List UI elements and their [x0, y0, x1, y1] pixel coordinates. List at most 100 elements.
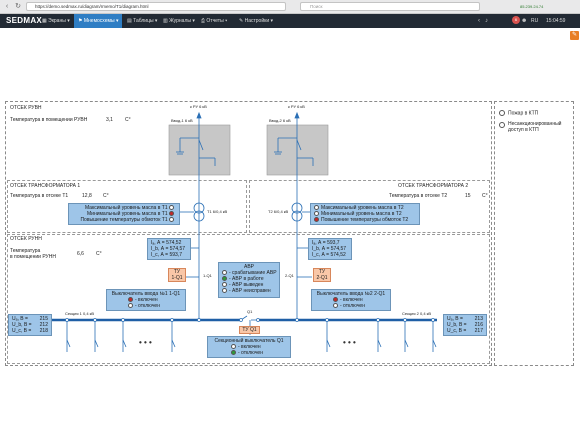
sectional-switch-panel: Секционный выключатель Q1 - включен - от…	[207, 336, 291, 358]
voltage-value: 215	[39, 316, 48, 322]
feed2-label: Ввод-2 6 кВ	[269, 118, 291, 123]
ip-badge: 85.239.24.74	[520, 4, 544, 9]
edit-icon[interactable]: ✎	[570, 31, 579, 40]
menu-journals[interactable]: ▥ Журналы ▾	[163, 18, 195, 24]
rnn-temp-label2: в помещении РУНН	[10, 254, 56, 260]
indicator-icon	[333, 297, 338, 303]
indicator-icon	[314, 217, 319, 223]
current-value: 574,52	[166, 240, 182, 246]
tr1-oil-max: Максимальный уровень масла в Т1	[84, 205, 168, 211]
rnn-temp-unit: C°	[96, 251, 102, 257]
tu-label: ТУ	[173, 269, 181, 275]
fire-alarm: Пожар в КТП	[499, 110, 538, 116]
menu-tables[interactable]: ▤ Таблицы ▾	[127, 18, 158, 24]
current-value: 593,7	[327, 240, 340, 246]
sectional-title: Секционный выключатель Q1	[214, 338, 284, 344]
indicator-icon	[169, 205, 174, 211]
tu-q1-button[interactable]: ТУ Q1	[239, 326, 260, 334]
avr-item: - АВР в работе	[229, 276, 264, 282]
current-value: 574,52	[330, 252, 346, 258]
indicator-icon	[314, 211, 319, 217]
reload-icon[interactable]: ↻	[15, 3, 21, 10]
rnn-section	[7, 234, 490, 364]
current-value: 574,57	[330, 246, 347, 252]
tu-label: 2-Q1	[316, 275, 328, 281]
menu-label: Отчеты	[206, 18, 224, 24]
indicator-icon	[333, 303, 338, 309]
app-logo[interactable]: SEDMAX	[6, 16, 43, 25]
language-selector[interactable]: RU	[531, 18, 539, 24]
menu-reports[interactable]: ⎙ Отчеты ▾	[201, 18, 228, 24]
indicator-icon	[231, 344, 236, 350]
back-arrow-icon[interactable]: ‹	[478, 18, 480, 24]
breaker-2-title: Выключатель ввода №2 2-Q1	[316, 291, 386, 297]
tr2-winding: Повышение температуры обмоток Т2	[321, 217, 409, 223]
rvn-title: ОТСЕК РУВН	[10, 105, 42, 111]
breaker-2-on: - включен	[340, 297, 363, 303]
feed1-cell	[168, 124, 231, 176]
rnn-temp-label1: Температура	[10, 248, 41, 254]
menu-label: Мнемосхемы	[83, 18, 115, 24]
breaker-1-on: - включен	[135, 297, 158, 303]
current-label: I_c, А =	[151, 252, 169, 258]
q1-label: Q1	[247, 309, 253, 314]
voltage-value: 216	[474, 322, 483, 328]
more-feeders-2: • • •	[343, 338, 356, 347]
q1-2-label: 2-Q1	[285, 273, 294, 278]
unauthorized-alarm: Несанкционированный доступ в КТП	[499, 121, 571, 133]
tr2-section	[249, 180, 490, 233]
back-icon[interactable]: ‹	[5, 3, 9, 10]
tr1-winding: Повышение температуры обмоток Т1	[80, 217, 168, 223]
toolbar-icons: ‹ ♪	[478, 14, 488, 28]
fire-alarm-label: Пожар в КТП	[508, 110, 539, 117]
breaker-1-off: - отключен	[135, 303, 160, 309]
section-1-label: Секция 1 0,4 кВ	[65, 311, 95, 316]
indicator-icon	[499, 110, 505, 116]
tr2-label: Т2 6/0,4 кВ	[268, 209, 289, 214]
indicator-icon	[222, 270, 227, 276]
avr-title: АВР	[243, 264, 254, 270]
alarm-panel	[494, 101, 574, 366]
breaker-2-off: - отключен	[340, 303, 365, 309]
tr1-temp-unit: C°	[103, 193, 109, 199]
breaker-1-title: Выключатель ввода №1 1-Q1	[111, 291, 181, 297]
sectional-on: - включен	[238, 344, 261, 350]
tr1-temp-label: Температура в отсеке Т1	[10, 193, 69, 199]
menu-screens[interactable]: ▦ Экраны ▾	[42, 18, 70, 24]
rnn-temp-value: 6,6	[77, 251, 84, 257]
tr2-title: ОТСЕК ТРАНСФОРМАТОРА 2	[398, 183, 469, 189]
current-label: I_b, А =	[312, 246, 330, 252]
avr-panel: АВР - срабатывание АВР - АВР в работе - …	[218, 262, 280, 298]
more-feeders-1: • • •	[139, 338, 152, 347]
address-bar[interactable]: https://demo.sedmax.ru/diagram/rmemo/T1/…	[26, 2, 286, 11]
tr2-temp-label: Температура в отсеке Т2	[389, 193, 448, 199]
menu-settings[interactable]: ✎ Настройки ▾	[239, 18, 274, 24]
currents-1: Iₐ, А = 574,52 I_b, А = 574,57 I_c, А = …	[147, 238, 191, 260]
tr2-oil-min: Минимальный уровень масла в Т2	[321, 211, 402, 217]
notification-badge[interactable]: 6	[512, 16, 520, 24]
menu-mnemoschemes[interactable]: ⚑ Мнемосхемы ▾	[74, 14, 123, 28]
tr1-section	[7, 180, 247, 233]
voltage-value: 212	[39, 322, 48, 328]
search-input[interactable]: Поиск	[300, 2, 480, 11]
avr-item: - АВР неисправен	[229, 288, 271, 294]
breaker-2-panel: Выключатель ввода №2 2-Q1 - включен - от…	[311, 289, 391, 311]
feed2-top-label: к РУ 6 кВ	[288, 104, 305, 109]
tr2-temp-unit: C°	[482, 193, 488, 199]
menu-label: Таблицы	[133, 18, 154, 24]
tr2-temp-value: 15	[465, 193, 471, 199]
users-icon[interactable]: ☻	[521, 18, 528, 24]
currents-2: Iₐ, А = 593,7 I_b, А = 574,57 I_c, А = 5…	[308, 238, 352, 260]
feed2-cell	[266, 124, 329, 176]
menu-label: Экраны	[48, 18, 66, 24]
app-header	[0, 14, 580, 28]
current-label: Iₐ, А =	[312, 240, 326, 246]
voltage-label: Uₐ, В =	[447, 316, 463, 322]
bell-icon[interactable]: ♪	[485, 18, 489, 24]
voltage-value: 213	[474, 316, 483, 322]
tr1-oil-min: Минимальный уровень масла в Т1	[86, 211, 168, 217]
section-2-label: Секция 2 0,4 кВ	[402, 311, 432, 316]
clock: 15:04:59	[546, 18, 566, 24]
